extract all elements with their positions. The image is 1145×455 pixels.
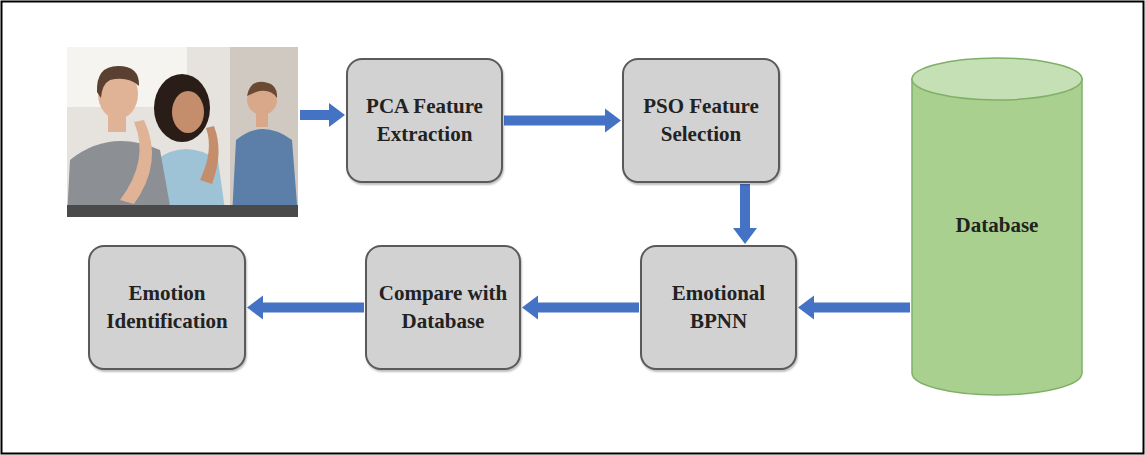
- node-label: Emotion Identification: [98, 280, 236, 335]
- process-box: Emotion Identification: [88, 245, 246, 370]
- node-label: Emotional BPNN: [650, 280, 787, 335]
- student-neck: [256, 113, 268, 127]
- process-box: Compare with Database: [365, 245, 521, 370]
- process-box: PCA Feature Extraction: [346, 58, 503, 183]
- process-box: Emotional BPNN: [640, 245, 797, 370]
- desk: [67, 205, 298, 217]
- database-cylinder: Database: [911, 57, 1083, 395]
- student-hair: [97, 66, 139, 98]
- flow-arrow: [798, 296, 910, 320]
- flow-arrow: [247, 296, 364, 320]
- flow-arrow: [504, 109, 621, 133]
- node-label: Compare with Database: [375, 280, 511, 335]
- student-shirt: [232, 129, 298, 217]
- student-face: [172, 91, 204, 133]
- student-hair: [247, 82, 277, 98]
- input-arrow: [300, 103, 345, 127]
- cylinder-top: [912, 58, 1082, 100]
- node-label: PCA Feature Extraction: [356, 93, 493, 148]
- students-photo: [67, 47, 298, 217]
- flow-arrow: [522, 296, 639, 320]
- flow-arrow: [733, 184, 757, 244]
- cylinder-body: [912, 79, 1082, 395]
- process-box: PSO Feature Selection: [622, 58, 780, 183]
- node-label: Database: [956, 212, 1039, 239]
- node-label: PSO Feature Selection: [632, 93, 770, 148]
- photo-wall: [230, 47, 298, 217]
- student-arm: [200, 126, 219, 184]
- photo-background: [67, 47, 298, 217]
- student-hair: [154, 74, 210, 142]
- student-arm: [120, 120, 152, 204]
